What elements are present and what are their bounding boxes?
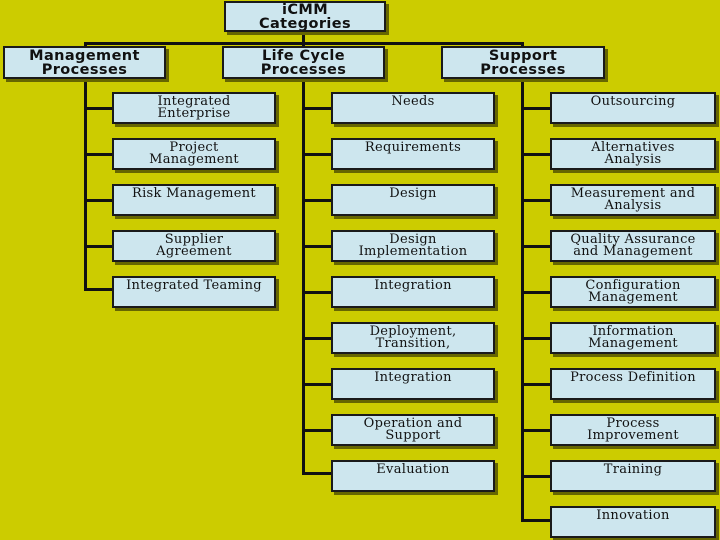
branch-line	[302, 107, 333, 110]
branch-line	[521, 337, 552, 340]
node-label: Training	[603, 462, 663, 477]
node-design-implementation: Design Implementation	[331, 230, 495, 262]
node-training: Training	[550, 460, 716, 492]
node-supplier-agreement: Supplier Agreement	[112, 230, 276, 262]
branch-line	[302, 199, 333, 202]
category-life-cycle-processes: Life Cycle Processes	[222, 46, 385, 79]
branch-line	[84, 199, 114, 202]
node-label: Alternatives Analysis	[591, 140, 675, 167]
mgmt-spine-line	[84, 78, 87, 290]
node-label: Process Improvement	[587, 416, 679, 443]
node-design: Design	[331, 184, 495, 216]
branch-line	[84, 153, 114, 156]
branch-line	[302, 291, 333, 294]
root-node-icmm-categories: iCMM Categories	[224, 1, 386, 32]
branch-line	[84, 245, 114, 248]
node-label: Process Definition	[570, 370, 696, 385]
node-risk-management: Risk Management	[112, 184, 276, 216]
branch-line	[521, 245, 552, 248]
branch-line	[521, 429, 552, 432]
node-alternatives-analysis: Alternatives Analysis	[550, 138, 716, 170]
node-process-definition: Process Definition	[550, 368, 716, 400]
node-integration-2: Integration	[331, 368, 495, 400]
node-operation-and-support: Operation and Support	[331, 414, 495, 446]
node-label: Design Implementation	[358, 232, 468, 259]
category-label: Life Cycle Processes	[260, 47, 347, 78]
node-label: Information Management	[588, 324, 678, 351]
node-requirements: Requirements	[331, 138, 495, 170]
category-management-processes: Management Processes	[3, 46, 166, 79]
node-evaluation: Evaluation	[331, 460, 495, 492]
branch-line	[84, 288, 114, 291]
branch-line	[521, 153, 552, 156]
node-label: Evaluation	[376, 462, 450, 477]
node-integrated-enterprise: Integrated Enterprise	[112, 92, 276, 124]
life-spine-line	[302, 78, 305, 474]
branch-line	[302, 472, 333, 475]
node-label: Project Management	[149, 140, 239, 167]
node-integration: Integration	[331, 276, 495, 308]
branch-line	[521, 475, 552, 478]
node-label: Deployment, Transition,	[369, 324, 457, 351]
node-label: Innovation	[596, 508, 670, 523]
branch-line	[521, 291, 552, 294]
node-label: Integration	[374, 370, 452, 385]
node-label: Integration	[374, 278, 452, 293]
node-quality-assurance: Quality Assurance and Management	[550, 230, 716, 262]
node-label: Design	[389, 186, 437, 201]
node-configuration-management: Configuration Management	[550, 276, 716, 308]
node-label: Measurement and Analysis	[570, 186, 696, 213]
branch-line	[302, 153, 333, 156]
node-label: Supplier Agreement	[156, 232, 232, 259]
node-information-management: Information Management	[550, 322, 716, 354]
branch-line	[521, 519, 552, 522]
node-label: Risk Management	[132, 186, 256, 201]
branch-line	[302, 337, 333, 340]
branch-line	[302, 429, 333, 432]
node-label: Operation and Support	[363, 416, 463, 443]
branch-line	[521, 383, 552, 386]
node-process-improvement: Process Improvement	[550, 414, 716, 446]
category-label: Support Processes	[480, 47, 566, 78]
node-label: Needs	[391, 94, 435, 109]
node-label: Integrated Teaming	[126, 278, 262, 293]
branch-line	[521, 199, 552, 202]
branch-line	[84, 107, 114, 110]
node-label: Integrated Enterprise	[157, 94, 231, 121]
node-label: Configuration Management	[585, 278, 681, 305]
category-support-processes: Support Processes	[441, 46, 605, 79]
node-measurement-and-analysis: Measurement and Analysis	[550, 184, 716, 216]
root-stem-line	[302, 30, 305, 44]
node-outsourcing: Outsourcing	[550, 92, 716, 124]
support-spine-line	[521, 78, 524, 522]
node-label: Quality Assurance and Management	[570, 232, 696, 259]
node-deployment-transition: Deployment, Transition,	[331, 322, 495, 354]
root-node-label: iCMM Categories	[258, 1, 352, 32]
branch-line	[521, 107, 552, 110]
branch-line	[302, 245, 333, 248]
node-project-management: Project Management	[112, 138, 276, 170]
node-integrated-teaming: Integrated Teaming	[112, 276, 276, 308]
branch-line	[302, 383, 333, 386]
node-innovation: Innovation	[550, 506, 716, 538]
category-label: Management Processes	[29, 47, 140, 78]
node-needs: Needs	[331, 92, 495, 124]
node-label: Requirements	[364, 140, 462, 155]
node-label: Outsourcing	[590, 94, 676, 109]
